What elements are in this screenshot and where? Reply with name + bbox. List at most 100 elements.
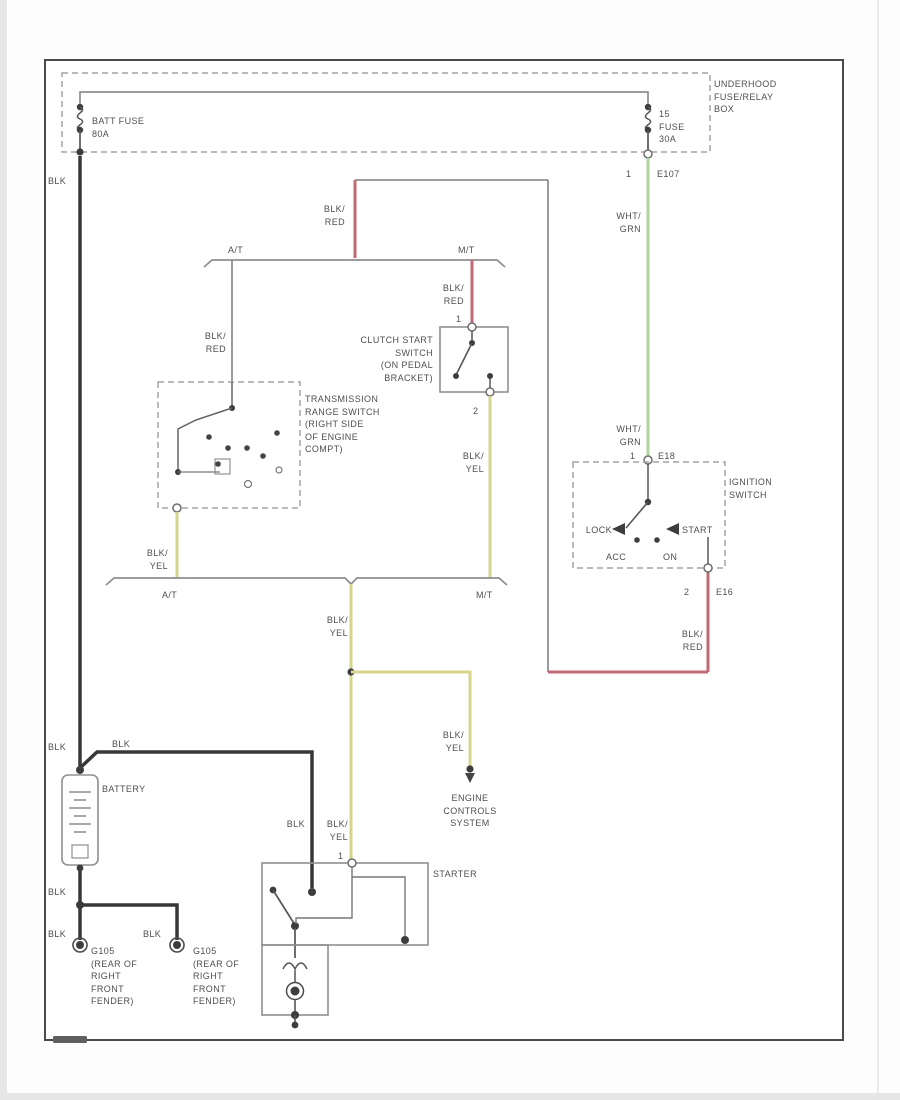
wire-label-blk-battery-feed: BLK bbox=[112, 739, 131, 749]
ground-wiring bbox=[72, 864, 185, 953]
contact-dot bbox=[453, 373, 459, 379]
solenoid-arm bbox=[272, 889, 296, 926]
junction-dot bbox=[76, 148, 84, 156]
ground-dot bbox=[291, 1021, 299, 1029]
connector-circle bbox=[485, 387, 495, 397]
wire-label-blk-red-ign: BLK/ RED bbox=[681, 629, 703, 652]
connector-circle-e18 bbox=[643, 455, 653, 465]
position-dot bbox=[260, 453, 266, 459]
ignition-position-acc: ACC bbox=[606, 552, 627, 562]
terminal-dot bbox=[76, 864, 84, 872]
wire-label-blk-gnd-left: BLK bbox=[48, 929, 67, 939]
ignition-position-start: START bbox=[682, 525, 713, 535]
ignition-connector-bottom: E16 bbox=[716, 587, 734, 597]
connector-circle bbox=[467, 322, 477, 332]
switch-arm bbox=[455, 342, 473, 376]
position-circle bbox=[243, 479, 253, 489]
battery-terminal-dot bbox=[308, 888, 316, 896]
wire-label-blk-yel-main: BLK/ YEL bbox=[326, 615, 348, 638]
clutch-switch-title: CLUTCH START SWITCH (ON PEDAL BRACKET) bbox=[360, 335, 433, 383]
ign-fuse-symbol bbox=[644, 106, 652, 131]
underhood-box-title: UNDERHOOD FUSE/RELAY BOX bbox=[714, 79, 777, 114]
starter-title: STARTER bbox=[433, 869, 477, 879]
e107-pin: 1 bbox=[626, 169, 632, 179]
wire-label-blk-yel-starter: BLK/ YEL bbox=[326, 819, 348, 842]
battery-title: BATTERY bbox=[102, 784, 146, 794]
ignition-switch bbox=[572, 455, 726, 573]
acc-contact-dot bbox=[634, 537, 640, 543]
bus-label-mt-top: M/T bbox=[458, 245, 475, 255]
solenoid-coil-wire bbox=[352, 876, 406, 937]
range-switch-title: TRANSMISSION RANGE SWITCH (RIGHT SIDE OF… bbox=[305, 394, 380, 454]
ground-label-right: G105 (REAR OF RIGHT FRONT FENDER) bbox=[193, 946, 240, 1006]
ground-dot-right bbox=[173, 941, 181, 949]
lock-terminal-arrow-icon bbox=[612, 523, 625, 535]
wire-label-blk-yel-ecs: BLK/ YEL bbox=[442, 730, 464, 753]
blk-starter-feed-wire bbox=[78, 750, 314, 888]
starter-pin: 1 bbox=[338, 851, 344, 861]
ground-symbol-right bbox=[169, 937, 185, 953]
clutch-start-switch bbox=[439, 322, 509, 397]
ignition-switch-title: IGNITION SWITCH bbox=[729, 477, 773, 500]
solenoid-coil-wire bbox=[295, 867, 353, 924]
wire-label-blk-yel-range: BLK/ YEL bbox=[146, 548, 168, 571]
inductor-icon bbox=[282, 962, 308, 971]
wire-label-blk-gnd-right: BLK bbox=[143, 929, 162, 939]
ignition-pin-top: 1 bbox=[630, 451, 636, 461]
blk-yel-main-run bbox=[347, 584, 475, 859]
ground-dot-left bbox=[76, 941, 84, 949]
wire-label-blk-below-battery: BLK bbox=[48, 887, 67, 897]
bus-label-at-top: A/T bbox=[228, 245, 244, 255]
wire-label-blk-red-feed: BLK/ RED bbox=[323, 204, 345, 227]
case-ground-dot bbox=[401, 936, 409, 944]
switch-arm bbox=[625, 501, 649, 529]
scan-edge-bottom bbox=[0, 1093, 900, 1100]
batt-fuse-symbol bbox=[76, 106, 84, 131]
switch-arm bbox=[177, 407, 233, 470]
engine-controls-title: ENGINE CONTROLS SYSTEM bbox=[443, 793, 497, 828]
blk-yel-ecs-wire bbox=[351, 670, 472, 767]
starter-outline bbox=[261, 862, 429, 946]
wire-label-blk-top: BLK bbox=[48, 176, 67, 186]
range-switch-outline bbox=[157, 381, 301, 509]
top-bus bbox=[203, 259, 506, 268]
ignition-pin-bottom: 2 bbox=[684, 587, 690, 597]
position-dot bbox=[225, 445, 231, 451]
battery-outline bbox=[61, 774, 99, 866]
bus-label-mt-bottom: M/T bbox=[476, 590, 493, 600]
position-circle bbox=[275, 466, 283, 474]
ground-label-left: G105 (REAR OF RIGHT FRONT FENDER) bbox=[91, 946, 138, 1006]
pivot-dot bbox=[291, 922, 299, 930]
start-signal-loop bbox=[353, 179, 710, 674]
battery-symbol bbox=[61, 774, 99, 866]
wire-segment bbox=[80, 903, 179, 940]
e107-connector: E107 bbox=[657, 169, 680, 179]
underhood-fuse-box-outline bbox=[61, 72, 711, 153]
ign-fuse-label: 15 FUSE 30A bbox=[659, 109, 685, 144]
on-contact-dot bbox=[654, 537, 660, 543]
contact-dot bbox=[487, 373, 493, 379]
ignition-connector-top: E18 bbox=[658, 451, 676, 461]
clutch-pin-top: 1 bbox=[456, 314, 462, 324]
wire-label-blk-yel-clutch: BLK/ YEL bbox=[462, 451, 484, 474]
corner-marking bbox=[53, 1036, 87, 1043]
clutch-pin-bottom: 2 bbox=[473, 406, 479, 416]
ground-symbol-left bbox=[72, 937, 88, 953]
wire-label-wht-grn-upper: WHT/ GRN bbox=[616, 211, 641, 234]
connector-circle-e16 bbox=[703, 563, 713, 573]
junction-dot bbox=[76, 766, 84, 774]
position-dot bbox=[244, 445, 250, 451]
transmission-range-switch bbox=[157, 381, 301, 513]
wire-label-blk-batt-left: BLK bbox=[48, 742, 67, 752]
connector-circle-e107 bbox=[643, 149, 653, 159]
scan-edge-left bbox=[0, 0, 7, 1100]
starter-assembly bbox=[261, 858, 429, 1029]
start-terminal-arrow-icon bbox=[666, 523, 679, 535]
ignition-position-on: ON bbox=[663, 552, 678, 562]
position-dot bbox=[274, 430, 280, 436]
ignition-switch-outline bbox=[572, 461, 726, 569]
connector-circle bbox=[172, 503, 182, 513]
motor-dot bbox=[290, 986, 300, 996]
